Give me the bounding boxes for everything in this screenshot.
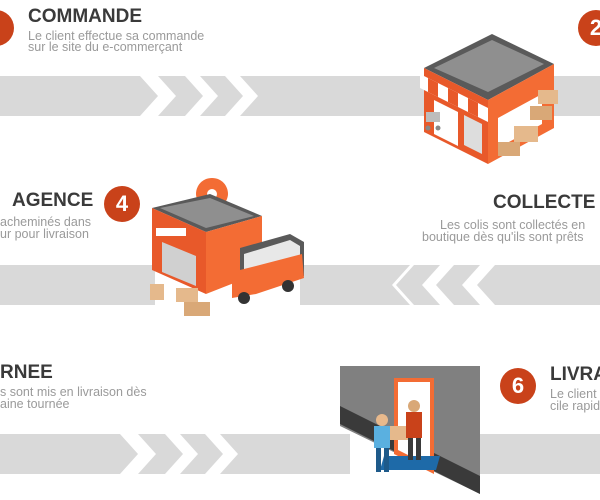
step-1-line1: Le client effectue sa commande bbox=[28, 29, 205, 43]
band-1-segment bbox=[545, 76, 600, 116]
step-3-line1: Les colis sont collectés en bbox=[440, 218, 586, 232]
band-3-chevron bbox=[180, 434, 223, 474]
step-5-line1: s sont mis en livraison dès bbox=[0, 385, 147, 399]
shop-icon bbox=[420, 34, 558, 164]
band-1-chevron bbox=[200, 76, 243, 116]
step-4-badge: 4 bbox=[104, 186, 140, 222]
step-1-badge bbox=[0, 10, 14, 46]
step-6-title: LIVRA bbox=[550, 364, 600, 385]
step-3-line2: boutique dès qu'ils sont prêts bbox=[422, 230, 584, 244]
delivery-van-icon bbox=[232, 234, 304, 304]
band-2-segment bbox=[477, 265, 600, 305]
step-1-line2: sur le site du e-commerçant bbox=[28, 40, 183, 54]
band-3-segment bbox=[478, 434, 600, 474]
step-2-badge: 2 bbox=[578, 10, 600, 46]
step-6-badge: 6 bbox=[500, 368, 536, 404]
door-delivery-icon bbox=[340, 366, 480, 494]
band-2-chevron bbox=[396, 265, 440, 305]
band-2-chevron bbox=[436, 265, 480, 305]
band-3-chevron bbox=[138, 434, 183, 474]
step-5-title: RNEE bbox=[0, 362, 53, 383]
band-1-segment bbox=[240, 76, 440, 116]
band-3-segment bbox=[0, 434, 138, 474]
step-5-line2: aine tournée bbox=[0, 397, 70, 411]
step-4-line1: acheminés dans bbox=[0, 215, 92, 229]
step-6-number: 6 bbox=[511, 373, 525, 398]
step-1-title: COMMANDE bbox=[28, 6, 142, 27]
band-1-chevron bbox=[158, 76, 203, 116]
step-4-title: AGENCE bbox=[12, 190, 94, 211]
step-3-title: COLLECTE bbox=[493, 192, 596, 213]
step-2-number: 2 bbox=[589, 15, 600, 40]
band-2-segment bbox=[0, 265, 155, 305]
step-4-number: 4 bbox=[115, 191, 129, 216]
step-4-line2: ur pour livraison bbox=[0, 227, 89, 241]
step-6-line1: Le client bbox=[550, 387, 597, 401]
band-2-segment bbox=[300, 265, 410, 305]
agency-icon bbox=[150, 178, 304, 316]
band-1-segment bbox=[0, 76, 158, 116]
band-3-segment bbox=[220, 434, 350, 474]
step-6-line2: cile rapid bbox=[550, 399, 600, 413]
